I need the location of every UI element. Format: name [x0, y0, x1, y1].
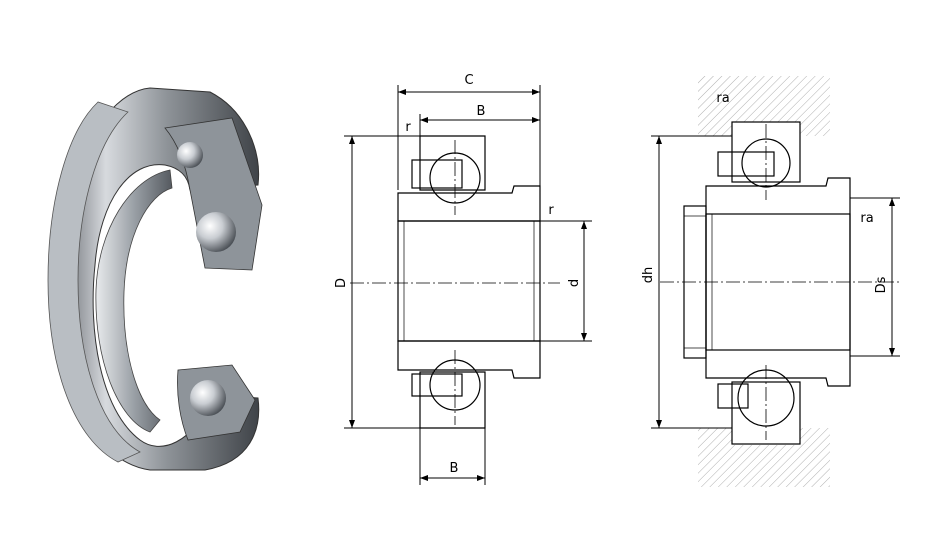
dim-label-ra-right: ra [860, 211, 873, 226]
dim-label-d: d [567, 279, 582, 287]
dim-label-Ds: Ds [874, 276, 889, 293]
dim-label-C: C [464, 73, 473, 88]
dim-label-r-left: r [405, 120, 411, 135]
dim-label-dh: dh [641, 267, 656, 284]
inner-ring-section-top [397, 185, 541, 222]
seal-bottom [411, 373, 463, 397]
dim-label-D: D [334, 278, 349, 288]
shield-face [47, 101, 141, 463]
inner-bore [95, 169, 173, 433]
dim-label-ra-top: ra [716, 91, 729, 106]
section-view: C B r r D d B [334, 73, 592, 485]
ball-icon [177, 142, 203, 168]
dim-label-r-right: r [548, 203, 554, 218]
outer-ring-section-top [419, 135, 486, 191]
housing-top [698, 76, 830, 136]
bearing-photo [47, 87, 263, 471]
ball-icon [196, 212, 236, 252]
mounting-view: dh Ds ra ra [641, 76, 900, 487]
housing-bottom [698, 428, 830, 487]
dim-label-B-bottom: B [450, 461, 459, 476]
mount-seal-bottom [717, 383, 749, 409]
dim-label-B-top: B [477, 104, 486, 119]
bore [397, 220, 541, 342]
ball-icon [190, 380, 226, 416]
